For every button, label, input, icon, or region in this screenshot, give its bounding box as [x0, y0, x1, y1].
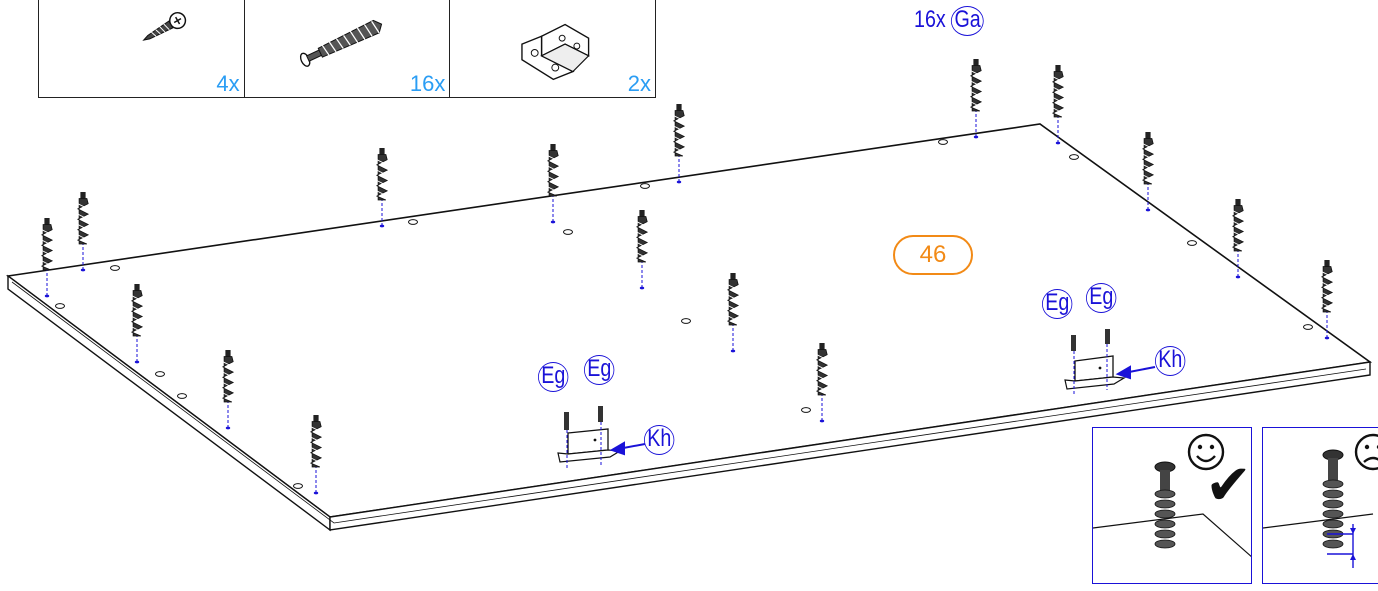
bracket-icon [521, 23, 590, 81]
screw-icon [142, 11, 187, 41]
bracket-left [557, 406, 622, 470]
arrow-kh-right [1115, 365, 1156, 380]
bracket-callout-right: Kh [1155, 346, 1186, 376]
board-hole [801, 407, 811, 413]
dowel-code-badge: Ga [951, 6, 985, 36]
bracket-qty: 2x [627, 71, 652, 96]
screw-code-badge: Eg [584, 355, 615, 385]
dowel-insert [636, 209, 648, 290]
dowel-insert [131, 283, 143, 364]
board-hole [1069, 154, 1079, 160]
screw-qty: 4x [216, 71, 240, 96]
board-hole [1303, 324, 1313, 330]
dowel-insert [77, 191, 89, 272]
screw-callout-right-b: Eg [1086, 283, 1117, 313]
dowel-insert [1052, 64, 1064, 145]
frown-icon [1354, 433, 1378, 471]
dowel-insert [1321, 259, 1333, 340]
step-number: 46 [893, 235, 973, 275]
part-cell-bracket: 2x [450, 0, 655, 97]
correct-check-panel: ✔ [1092, 427, 1252, 584]
board-hole [293, 483, 303, 489]
parts-table: 4x 16x 2x [38, 0, 656, 98]
dowel-insert [41, 217, 53, 298]
dowel-seated-icon [1154, 461, 1176, 549]
bracket-code-badge: Kh [1155, 346, 1186, 376]
screw-code-badge: Eg [538, 362, 569, 392]
dowel-insert [376, 147, 388, 228]
part-cell-dowel: 16x [245, 0, 451, 97]
dowel-insert [816, 342, 828, 423]
board-hole [938, 139, 948, 145]
board-hole [55, 303, 65, 309]
dowel-insert [1232, 198, 1244, 279]
board-hole [640, 183, 650, 189]
incorrect-check-panel [1262, 427, 1378, 584]
screw-callout-left-b: Eg [584, 355, 615, 385]
board-hole [177, 393, 187, 399]
dowel-set [41, 58, 1333, 495]
board-hole [681, 318, 691, 324]
screw-callout-left-a: Eg [538, 362, 569, 392]
dowel-qty: 16x [409, 71, 446, 96]
screw-code-badge: Eg [1042, 289, 1073, 319]
dowel-insert [673, 103, 685, 184]
dowel-raised-icon [1322, 449, 1356, 568]
dowel-insert [970, 58, 982, 139]
dowel-insert [222, 349, 234, 430]
screw-callout-right-a: Eg [1042, 289, 1073, 319]
board-hole [155, 371, 165, 377]
dowel-insert [310, 414, 322, 495]
dowel-insert [547, 143, 559, 224]
board-hole [1187, 240, 1197, 246]
part-cell-screw: 4x [39, 0, 245, 97]
board-hole [110, 265, 120, 271]
dowel-count-label: 16x [914, 6, 946, 33]
checkmark-icon: ✔ [1205, 453, 1252, 518]
bracket-callout-left: Kh [644, 425, 675, 455]
arrow-kh-left [609, 441, 646, 456]
board-hole [563, 229, 573, 235]
bracket-code-badge: Kh [644, 425, 675, 455]
bracket-right [1064, 329, 1126, 395]
dowel-icon [299, 19, 382, 67]
board-hole [408, 219, 418, 225]
dowel-callout: 16x Ga [914, 6, 985, 36]
smiley-icon [1187, 433, 1225, 471]
screw-code-badge: Eg [1086, 283, 1117, 313]
dowel-insert [727, 272, 739, 353]
dowel-insert [1142, 131, 1154, 212]
board-holes [55, 139, 1313, 489]
